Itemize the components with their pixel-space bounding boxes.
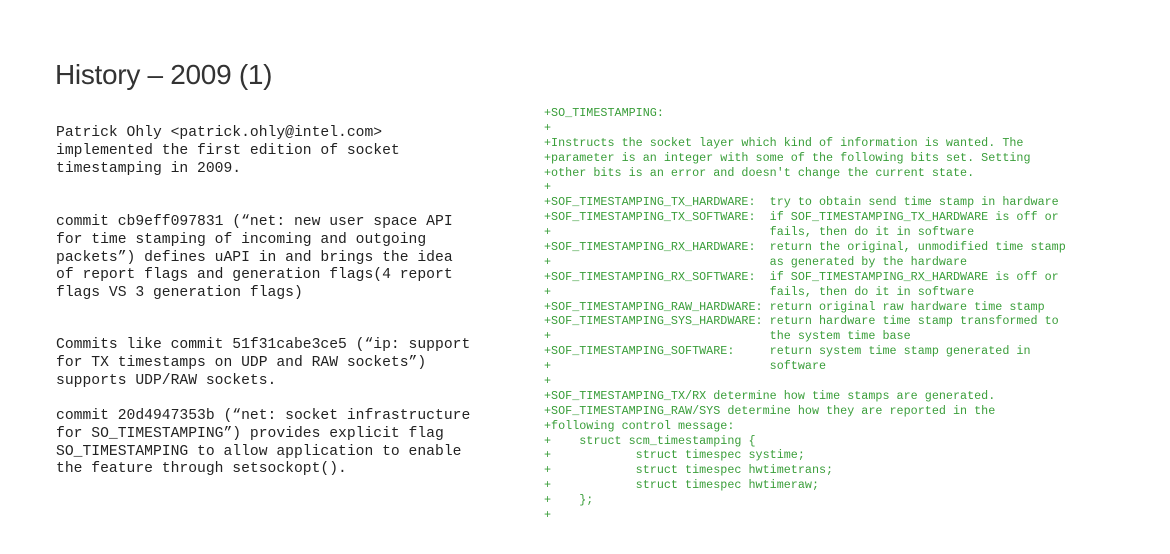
code-line: +SOF_TIMESTAMPING_RX_SOFTWARE: if SOF_TI… (544, 269, 1059, 284)
code-line: + fails, then do it in software (544, 284, 975, 299)
paragraph-line: flags VS 3 generation flags) (56, 285, 303, 302)
code-line: +SOF_TIMESTAMPING_RAW/SYS determine how … (544, 403, 996, 418)
paragraph-line: SO_TIMESTAMPING to allow application to … (56, 443, 462, 460)
paragraph-line: for SO_TIMESTAMPING”) provides explicit … (56, 425, 444, 442)
code-line: + as generated by the hardware (544, 254, 968, 269)
code-line: +SOF_TIMESTAMPING_RAW_HARDWARE: return o… (544, 299, 1045, 314)
code-line: + struct timespec hwtimeraw; (544, 478, 819, 493)
code-line: + (544, 120, 552, 135)
code-line: + (544, 180, 552, 195)
paragraph-line: for TX timestamps on UDP and RAW sockets… (56, 354, 427, 371)
paragraph-line: supports UDP/RAW sockets. (56, 372, 277, 389)
paragraph-line: timestamping in 2009. (56, 160, 242, 177)
code-line: +following control message: (544, 418, 735, 433)
code-diff-block: +SO_TIMESTAMPING:++Instructs the socket … (544, 106, 1066, 523)
paragraph-author: Patrick Ohly <patrick.ohly@intel.com>imp… (56, 125, 400, 178)
paragraph-line: implemented the first edition of socket (56, 142, 400, 159)
paragraph-line: the feature through setsockopt(). (56, 461, 347, 478)
paragraph-line: commit 20d4947353b (“net: socket infrast… (56, 408, 471, 424)
code-line: + struct timespec systime; (544, 448, 805, 463)
paragraph-line: packets”) defines uAPI in and brings the… (56, 249, 453, 266)
code-line: + struct timespec hwtimetrans; (544, 463, 834, 478)
code-line: + (544, 508, 552, 523)
code-line: +SOF_TIMESTAMPING_SOFTWARE: return syste… (544, 344, 1031, 359)
paragraph-commit-cb9eff: commit cb9eff097831 (“net: new user spac… (56, 214, 453, 303)
paragraph-line: Patrick Ohly <patrick.ohly@intel.com> (56, 125, 383, 141)
code-line: + fails, then do it in software (544, 225, 975, 240)
code-line: + }; (544, 493, 594, 508)
code-line: +SOF_TIMESTAMPING_RX_HARDWARE: return th… (544, 240, 1066, 255)
paragraph-line: Commits like commit 51f31cabe3ce5 (“ip: … (56, 337, 471, 353)
code-line: + struct scm_timestamping { (544, 433, 756, 448)
slide-title: History – 2009 (1) (55, 58, 273, 90)
paragraph-commit-20d494: commit 20d4947353b (“net: socket infrast… (56, 408, 470, 479)
code-line: +other bits is an error and doesn't chan… (544, 165, 975, 180)
code-line: +SOF_TIMESTAMPING_TX_HARDWARE: try to ob… (544, 195, 1059, 210)
paragraph-line: commit cb9eff097831 (“net: new user spac… (56, 214, 453, 230)
code-line: + software (544, 359, 827, 374)
code-line: +SOF_TIMESTAMPING_TX/RX determine how ti… (544, 388, 996, 403)
paragraph-line: of report flags and generation flags(4 r… (56, 267, 453, 284)
code-line: +parameter is an integer with some of th… (544, 150, 1031, 165)
code-line: +SOF_TIMESTAMPING_SYS_HARDWARE: return h… (544, 314, 1059, 329)
code-line: +SOF_TIMESTAMPING_TX_SOFTWARE: if SOF_TI… (544, 210, 1059, 225)
code-line: +SO_TIMESTAMPING: (544, 106, 664, 120)
code-line: + (544, 374, 552, 389)
paragraph-commit-51f31: Commits like commit 51f31cabe3ce5 (“ip: … (56, 337, 470, 390)
code-line: +Instructs the socket layer which kind o… (544, 135, 1024, 150)
code-line: + the system time base (544, 329, 911, 344)
paragraph-line: for time stamping of incoming and outgoi… (56, 231, 427, 248)
